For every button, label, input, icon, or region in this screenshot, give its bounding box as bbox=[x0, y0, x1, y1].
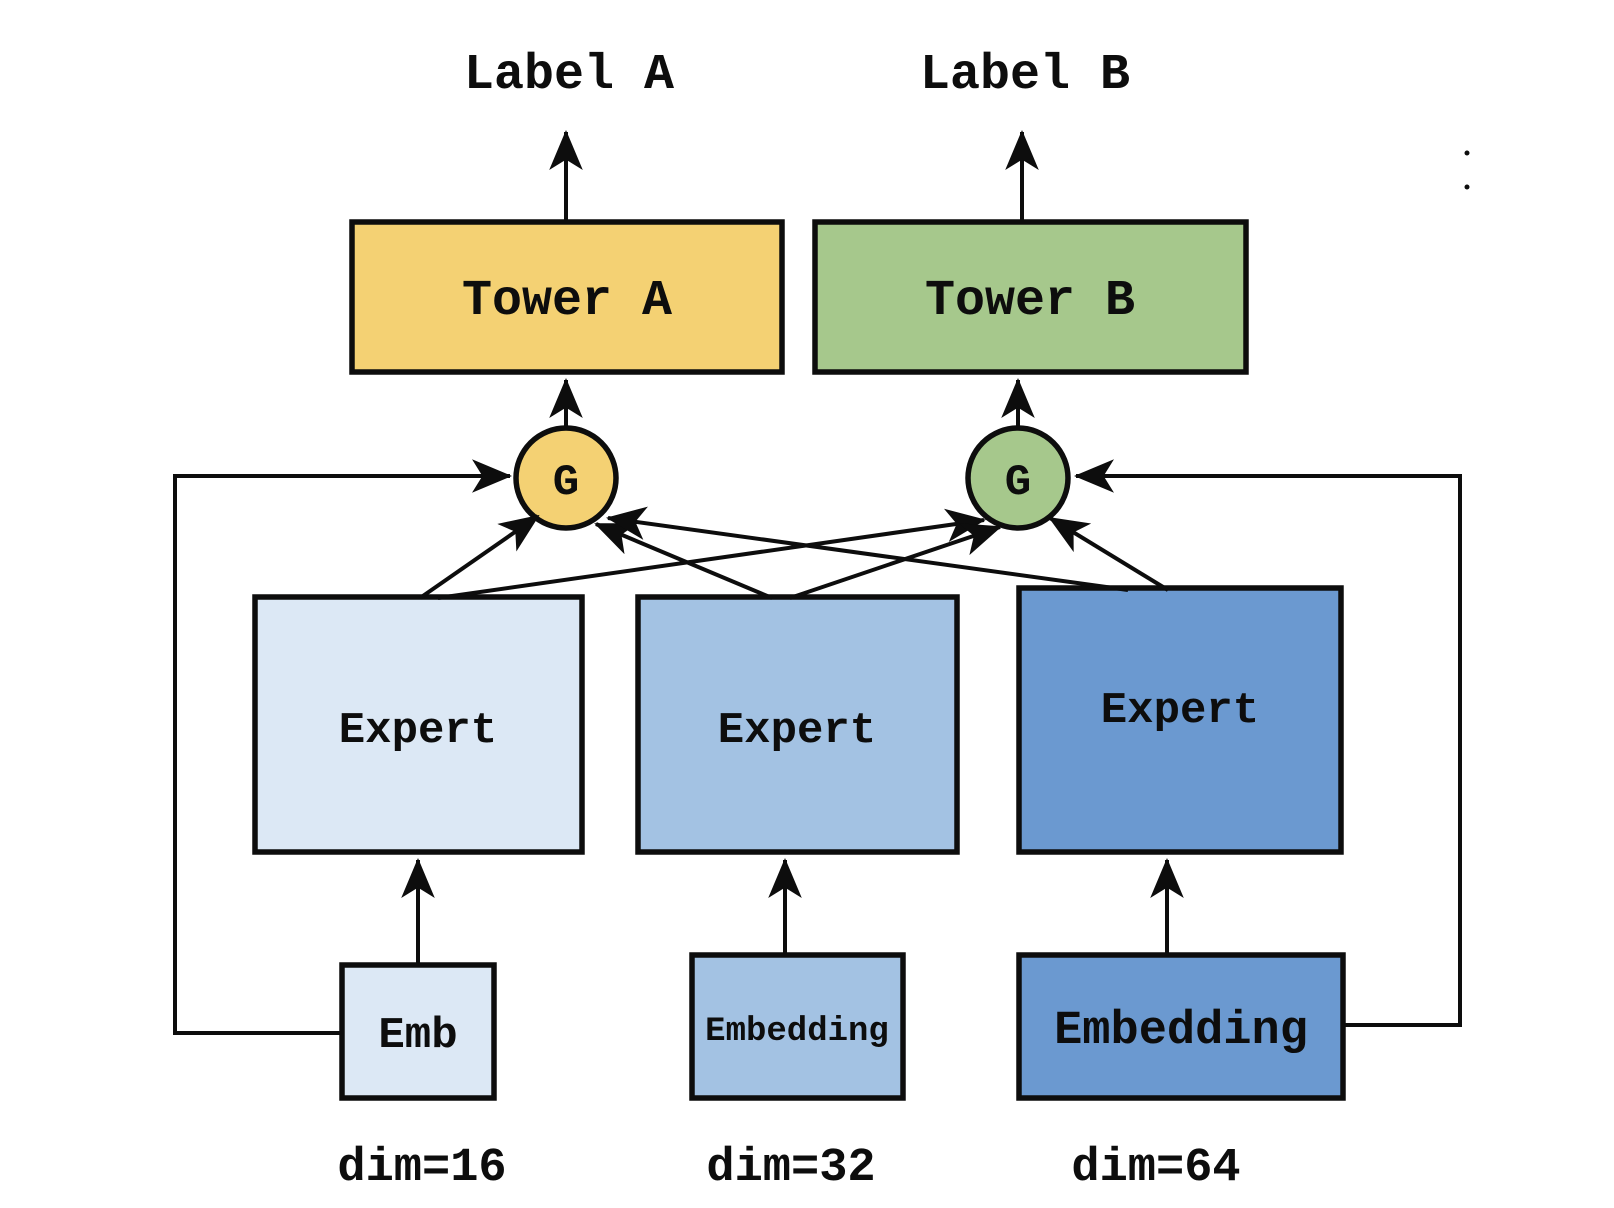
gate-a-label: G bbox=[553, 458, 579, 508]
artifact-dot bbox=[1464, 184, 1470, 190]
tower-b-label: Tower B bbox=[925, 273, 1135, 330]
embedding-2-label: Embedding bbox=[705, 1013, 889, 1051]
gate-b-label: G bbox=[1005, 458, 1031, 508]
route-embedding-3-to-gate-b bbox=[1074, 459, 1462, 1027]
expert-1-label: Expert bbox=[339, 706, 497, 756]
output-label-b: Label B bbox=[920, 47, 1130, 104]
arrow-expert-3-to-gate-b bbox=[1048, 516, 1170, 592]
dim-label-3: dim=64 bbox=[1071, 1142, 1240, 1195]
dim-label-2: dim=32 bbox=[706, 1142, 875, 1195]
arrow-expert-2-to-gate-b bbox=[789, 523, 1002, 600]
output-label-a: Label A bbox=[464, 47, 674, 104]
embedding-2-box bbox=[689, 952, 906, 1101]
embedding-1-label: Emb bbox=[378, 1011, 457, 1061]
embedding-3-label: Embedding bbox=[1054, 1005, 1308, 1058]
tower-a-label: Tower A bbox=[462, 273, 672, 330]
gate-b-circle bbox=[965, 425, 1071, 531]
tower-b-box bbox=[812, 219, 1249, 375]
artifact-dot bbox=[1464, 150, 1470, 156]
expert-3-label: Expert bbox=[1101, 686, 1259, 736]
dim-label-1: dim=16 bbox=[337, 1142, 506, 1195]
embedding-3-box bbox=[1016, 952, 1346, 1101]
arrow-expert-1-to-gate-b bbox=[437, 508, 986, 600]
arrow-expert-1-to-gate-a bbox=[418, 514, 540, 600]
expert-2-label: Expert bbox=[718, 706, 876, 756]
expert-2-box bbox=[635, 594, 960, 855]
expert-1-box bbox=[252, 594, 585, 855]
tower-a-box bbox=[349, 219, 785, 375]
expert-3-box bbox=[1016, 585, 1344, 855]
arrow-expert-3-to-gate-a bbox=[606, 506, 1129, 592]
gate-a-circle bbox=[513, 425, 619, 531]
route-embedding-1-to-gate-a bbox=[173, 459, 512, 1035]
